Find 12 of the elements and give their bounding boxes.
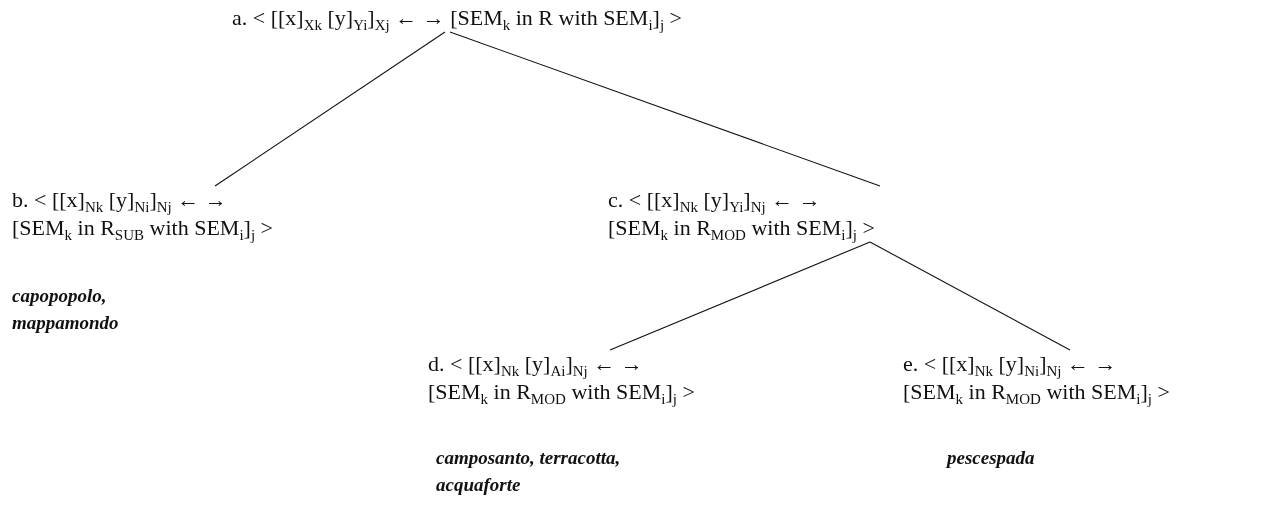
tree-branch-line xyxy=(869,241,1071,351)
formula-label: e. < [[x]$_{Nk}$ [y]$_{Ni}$]$_{Nj}$ ← → [SEM$_{k}$ in R$_{MOD}$ with SEM$_{i}$]$_{j}$ > xyxy=(903,350,1170,406)
formula-label: b. < [[x]$_{Nk}$ [y]$_{Ni}$]$_{Nj}$ ← → [SEM$_{k}$ in R$_{SUB}$ with SEM$_{i}$]$_{j}$ > xyxy=(12,186,273,242)
tree-branch-line xyxy=(609,241,871,351)
example-words: capopopolo, mappamondo xyxy=(12,284,120,335)
formula-label: d. < [[x]$_{Nk}$ [y]$_{Ai}$]$_{Nj}$ ← → [SEM$_{k}$ in R$_{MOD}$ with SEM$_{i}$]$_{j}$ > xyxy=(428,350,695,406)
example-words: pescespada xyxy=(947,446,1036,470)
formula-label: c. < [[x]$_{Nk}$ [y]$_{Yi}$]$_{Nj}$ ← → [SEM$_{k}$ in R$_{MOD}$ with SEM$_{i}$]$_{j}$ > xyxy=(608,186,875,242)
example-words: camposanto, terracotta, acquaforte xyxy=(436,446,622,497)
formula-label: a. < [[x]$_{Xk}$ [y]$_{Yi}$]$_{Xj}$ ← → [SEM$_{k}$ in R with SEM$_{i}$]$_{j}$ > xyxy=(232,4,682,32)
tree-branch-line xyxy=(449,31,881,187)
tree-branch-line xyxy=(214,31,446,187)
